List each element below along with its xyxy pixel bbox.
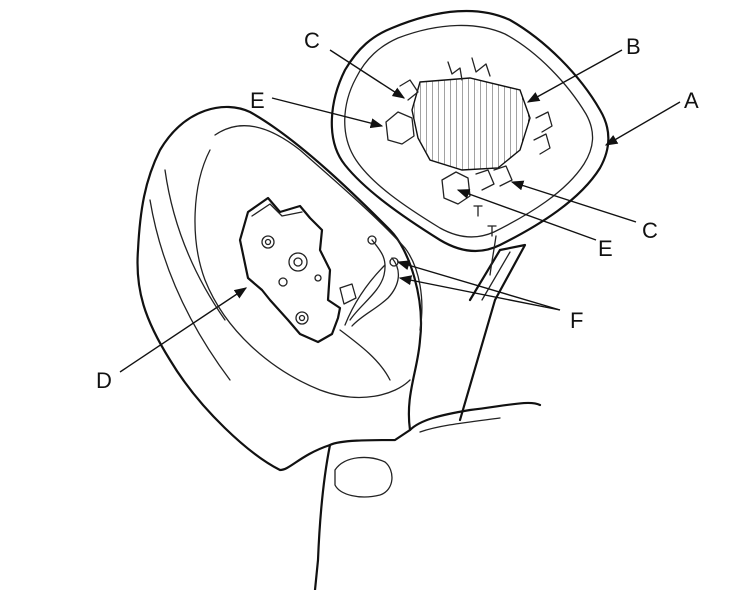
mirror-housing (136, 105, 542, 590)
label-e-top: E (250, 88, 265, 113)
leader-lines (119, 49, 681, 373)
label-d: D (96, 368, 112, 393)
wire-connectors (349, 235, 399, 327)
label-b: B (626, 34, 641, 59)
label-e-bottom: E (598, 236, 613, 261)
mirror-glass-holder (330, 9, 610, 276)
label-c-top: C (304, 28, 320, 53)
label-f: F (570, 308, 583, 333)
label-c-bottom: C (642, 218, 658, 243)
label-a: A (684, 88, 699, 113)
actuator-plate (238, 196, 357, 344)
